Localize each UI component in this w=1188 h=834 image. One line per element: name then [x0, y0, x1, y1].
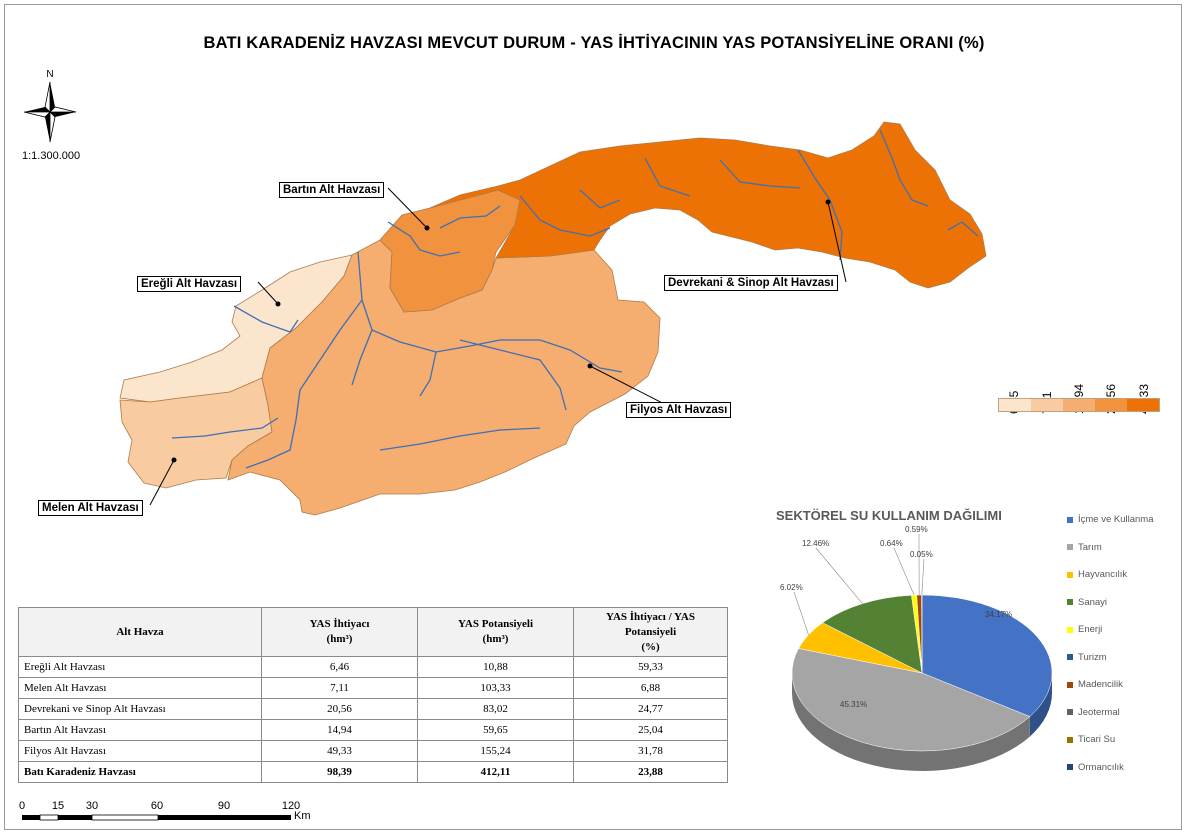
label-devrekani-sinop: Devrekani & Sinop Alt Havzası — [664, 275, 838, 291]
label-bartin: Bartın Alt Havzası — [279, 182, 385, 198]
pie-legend-label: Enerji — [1078, 624, 1103, 636]
pie-legend-label: Jeotermal — [1078, 706, 1120, 718]
pie-leader-line — [893, 547, 915, 596]
scale-tick: 120 — [281, 800, 301, 812]
region-devrekani-sinop[interactable] — [429, 121, 987, 289]
pie-legend-swatch — [1067, 681, 1073, 688]
pie-slice[interactable] — [822, 594, 923, 674]
pie-slice-side — [792, 673, 1030, 771]
pie-leader-line — [793, 591, 809, 635]
legend-swatch — [1031, 399, 1063, 411]
pie-legend-item: Tarım — [1067, 534, 1154, 562]
legend-swatch — [1095, 399, 1127, 411]
pie-title: SEKTÖREL SU KULLANIM DAĞILIMI — [776, 508, 1002, 523]
pie-data-label: 34.17% — [985, 610, 1012, 619]
pie-legend-label: İçme ve Kullanma — [1078, 514, 1154, 526]
pie-legend-item: Madencilik — [1067, 671, 1154, 699]
label-melen: Melen Alt Havzası — [38, 500, 143, 516]
scale-tick: 0 — [18, 800, 26, 812]
label-eregli: Ereğli Alt Havzası — [137, 276, 242, 292]
subbasin-table: Alt Havza YAS İhtiyacı(hm³) YAS Potansiy… — [18, 607, 728, 783]
pie-legend-item: Ticari Su — [1067, 726, 1154, 754]
map-title: BATI KARADENİZ HAVZASI MEVCUT DURUM - YA… — [203, 34, 985, 52]
pie-legend-label: Tarım — [1078, 541, 1102, 553]
pie-legend-swatch — [1067, 709, 1073, 716]
pie-legend-item: Jeotermal — [1067, 699, 1154, 727]
pie-legend-swatch — [1067, 544, 1073, 551]
pie-slice[interactable] — [791, 648, 1031, 752]
pie-data-label: 0.64% — [880, 539, 903, 548]
pie-legend-swatch — [1067, 626, 1073, 633]
pie-legend-item: Enerji — [1067, 616, 1154, 644]
scale-tick: 15 — [51, 800, 65, 812]
north-label: N — [46, 69, 53, 80]
label-filyos: Filyos Alt Havzası — [626, 402, 732, 418]
pie-legend-item: Turizm — [1067, 644, 1154, 672]
sector-pie-chart: 34.17% 45.31% 6.02% 12.46% 0.64%0.59% 0.05% — [780, 525, 1053, 771]
pie-slice[interactable] — [921, 594, 1053, 717]
pie-leader-line — [815, 547, 863, 604]
pie-legend-swatch — [1067, 654, 1073, 661]
map-frame — [4, 4, 1182, 830]
scale-tick: 60 — [150, 800, 164, 812]
pie-legend-item: Sanayi — [1067, 589, 1154, 617]
pie-legend-label: Sanayi — [1078, 596, 1108, 608]
scale-tick: 30 — [85, 800, 99, 812]
pie-data-label: 6.02% — [780, 583, 803, 592]
pie-data-label: 0.05% — [910, 550, 933, 559]
pie-legend-item: Ormancılık — [1067, 754, 1154, 782]
river-network — [171, 129, 979, 469]
table-header: YAS İhtiyacı(hm³) — [261, 607, 418, 657]
pie-legend-swatch — [1067, 599, 1073, 606]
pie-legend-item: İçme ve Kullanma — [1067, 506, 1154, 534]
pie-legend-label: Ticari Su — [1078, 734, 1116, 746]
pie-legend-label: Hayvancılık — [1078, 569, 1128, 581]
pie-legend-label: Turizm — [1078, 651, 1107, 663]
pie-data-label: 12.46% — [802, 539, 829, 548]
pie-legend-item: Hayvancılık — [1067, 561, 1154, 589]
pie-legend-label: Ormancılık — [1078, 761, 1124, 773]
pie-legend-swatch — [1067, 764, 1073, 771]
pie-leader-line — [921, 558, 925, 596]
pie-legend-label: Madencilik — [1078, 679, 1123, 691]
table-header: Alt Havza — [18, 607, 262, 657]
scale-bar: 0 15 30 60 90 120 Km — [18, 800, 322, 824]
north-arrow-icon: N — [23, 69, 77, 143]
legend-swatch — [1063, 399, 1095, 411]
pie-legend-swatch — [1067, 736, 1073, 743]
scale-unit: Km — [294, 810, 311, 822]
pie-data-label: 45.31% — [840, 700, 867, 709]
legend-swatch — [1127, 399, 1159, 411]
pie-data-label: 0.59% — [905, 525, 928, 534]
legend-swatch — [999, 399, 1031, 411]
map-legend: 6,45 7,11 14,94 20,56 49,33 — [998, 346, 1160, 414]
map-scale-ratio: 1:1.300.000 — [22, 150, 81, 162]
scale-tick: 90 — [217, 800, 231, 812]
pie-legend-swatch — [1067, 516, 1073, 523]
pie-legend-swatch — [1067, 571, 1073, 578]
table-header: YAS Potansiyeli(hm³) — [417, 607, 574, 657]
table-header: YAS İhtiyacı / YAS Potansiyeli(%) — [573, 607, 728, 657]
